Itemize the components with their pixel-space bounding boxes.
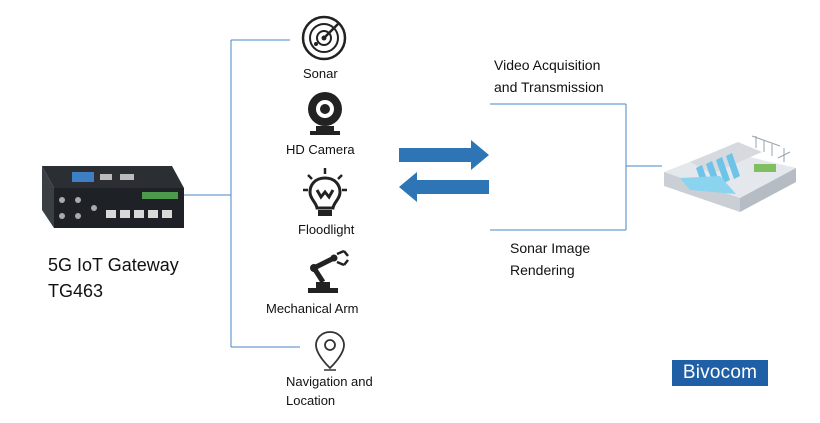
- device-label-navigation-line2: Location: [286, 393, 336, 408]
- arrow-left: [399, 172, 489, 202]
- bivocom-logo: Bivocom: [672, 360, 768, 386]
- robot-arm-icon: [304, 248, 350, 296]
- flow-label-sonar-rendering: Sonar Image Rendering: [510, 237, 590, 281]
- flow-label-video-line2: and Transmission: [494, 79, 604, 95]
- gateway-name: 5G IoT Gateway TG463: [48, 252, 179, 304]
- device-label-navigation-line1: Navigation and: [286, 374, 373, 389]
- flow-label-video: Video Acquisition and Transmission: [494, 54, 604, 98]
- device-label-navigation: Navigation and Location: [286, 372, 373, 410]
- arrow-right: [399, 140, 489, 170]
- gateway-name-line1: 5G IoT Gateway: [48, 255, 179, 275]
- dam-illustration: [660, 128, 800, 218]
- floodlight-icon: [300, 166, 350, 220]
- gateway-device-image: [34, 160, 184, 230]
- device-label-sonar: Sonar: [303, 66, 338, 81]
- device-label-mechanical-arm: Mechanical Arm: [266, 301, 359, 316]
- flow-label-sonar-line1: Sonar Image: [510, 240, 591, 256]
- gateway-name-line2: TG463: [48, 281, 104, 301]
- flow-label-video-line1: Video Acquisition: [494, 57, 601, 73]
- location-pin-icon: [312, 330, 348, 372]
- flow-label-sonar-line2: Rendering: [510, 262, 575, 278]
- sonar-icon: [300, 14, 348, 62]
- device-label-floodlight: Floodlight: [298, 222, 355, 237]
- device-label-hd-camera: HD Camera: [286, 142, 355, 157]
- camera-icon: [304, 90, 346, 136]
